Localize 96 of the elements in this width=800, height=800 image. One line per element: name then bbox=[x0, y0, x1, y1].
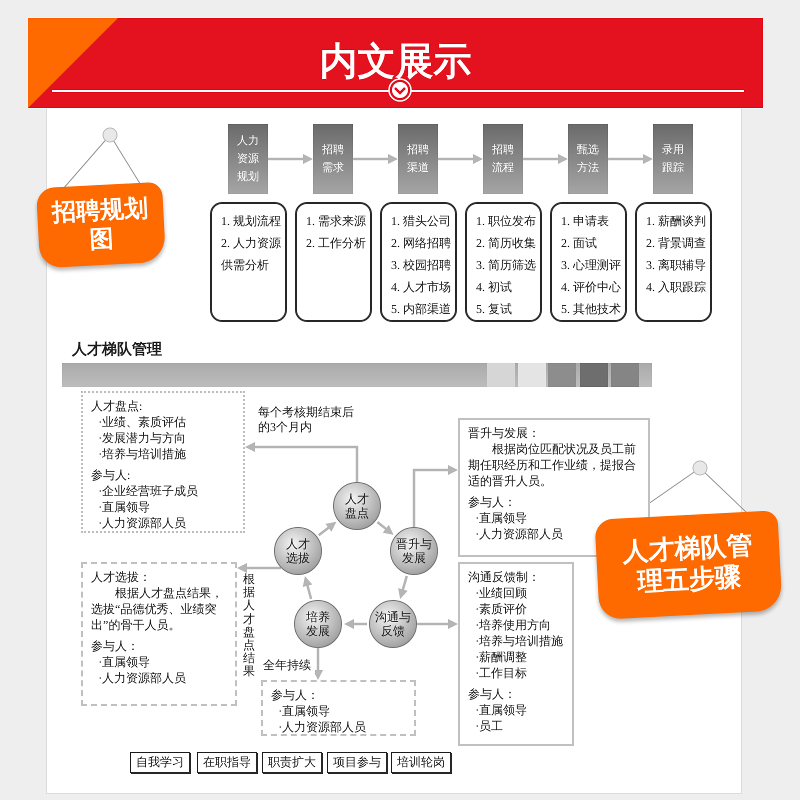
list-box bbox=[210, 202, 287, 322]
list-item: 2. 简历收集 bbox=[476, 235, 536, 252]
method-tag: 项目参与 bbox=[327, 752, 387, 773]
list-item: 3. 简历筛选 bbox=[476, 257, 536, 274]
box-heading: 人才盘点: bbox=[91, 398, 144, 414]
list-box bbox=[635, 202, 712, 322]
edge-label: 根据人才盘点结果 bbox=[243, 573, 255, 678]
list-item: 1. 职位发布 bbox=[476, 213, 536, 230]
list-item: 1. 薪酬谈判 bbox=[646, 213, 706, 230]
list-item: 4. 初试 bbox=[476, 279, 513, 296]
bullet-item: ·培养使用方向 bbox=[474, 617, 552, 633]
list-item: 5. 其他技术 bbox=[561, 301, 621, 318]
method-tag: 培训轮岗 bbox=[391, 752, 451, 773]
method-tag: 自我学习 bbox=[130, 752, 190, 773]
list-item: 2. 网络招聘 bbox=[391, 235, 451, 252]
list-item: 1. 猎头公司 bbox=[391, 213, 451, 230]
list-item: 2. 人力资源供需分析 bbox=[221, 235, 281, 274]
list-item: 1. 规划流程 bbox=[221, 213, 281, 230]
bullet-item: ·培养与培训措施 bbox=[97, 446, 188, 462]
bullet-item: ·直属领导 bbox=[474, 702, 528, 718]
step-header-box: 人力资源规划 bbox=[228, 124, 268, 194]
arrow bbox=[268, 154, 313, 164]
bullet-item: ·培养与培训措施 bbox=[474, 633, 564, 649]
box-heading: 晋升与发展： bbox=[468, 425, 541, 441]
method-tag: 职责扩大 bbox=[262, 752, 322, 773]
arrow bbox=[412, 465, 458, 527]
step-header-box: 招聘渠道 bbox=[398, 124, 438, 194]
list-item: 3. 心理测评 bbox=[561, 257, 621, 274]
list-item: 4. 评价中心 bbox=[561, 279, 621, 296]
bullet-item: ·企业经营班子成员 bbox=[97, 483, 200, 499]
arrow bbox=[318, 522, 336, 536]
info-box bbox=[81, 562, 237, 706]
list-item: 3. 离职辅导 bbox=[646, 257, 706, 274]
page-title: 内文展示 bbox=[318, 40, 472, 84]
arrow bbox=[344, 619, 367, 629]
box-heading: 参与人: bbox=[91, 467, 132, 483]
box-heading: 参与人： bbox=[271, 687, 320, 703]
info-box bbox=[81, 391, 245, 533]
bullet-item: ·薪酬调整 bbox=[474, 649, 528, 665]
step-header-box: 招聘流程 bbox=[483, 124, 523, 194]
arrow bbox=[417, 619, 458, 629]
list-box bbox=[550, 202, 627, 322]
bullet-item: ·员工 bbox=[474, 718, 504, 734]
arrow bbox=[398, 576, 408, 599]
list-item: 1. 申请表 bbox=[561, 213, 610, 230]
bullet-item: ·素质评价 bbox=[474, 601, 528, 617]
box-heading: 沟通反馈制： bbox=[468, 569, 541, 585]
list-item: 2. 工作分析 bbox=[306, 235, 366, 252]
bullet-item: ·直属领导 bbox=[474, 510, 528, 526]
section-heading: 人才梯队管理 bbox=[72, 340, 162, 359]
list-item: 2. 背景调查 bbox=[646, 235, 706, 252]
list-item: 1. 需求来源 bbox=[306, 213, 366, 230]
list-item: 4. 入职跟踪 bbox=[646, 279, 706, 296]
step-header-box: 录用跟踪 bbox=[653, 124, 693, 194]
box-paragraph: 根据人才盘点结果，选拔“品德优秀、业绩突出”的骨干人员。 bbox=[91, 585, 224, 633]
list-box bbox=[465, 202, 542, 322]
arrow bbox=[245, 442, 358, 482]
arrow bbox=[353, 154, 398, 164]
box-heading: 参与人： bbox=[468, 494, 517, 510]
bullet-item: ·人力资源部人员 bbox=[474, 526, 564, 542]
arrow bbox=[523, 154, 568, 164]
list-item: 5. 内部渠道 bbox=[391, 301, 451, 318]
arrow bbox=[608, 154, 653, 164]
bullet-item: ·直属领导 bbox=[97, 654, 152, 670]
edge-label: 全年持续 bbox=[263, 658, 315, 673]
arrow bbox=[438, 154, 483, 164]
box-heading: 参与人： bbox=[91, 638, 140, 654]
bullet-item: ·业绩、素质评估 bbox=[97, 414, 188, 430]
info-box bbox=[458, 562, 574, 746]
arrow bbox=[376, 521, 394, 535]
bullet-item: ·工作目标 bbox=[474, 665, 528, 681]
hanging-sign: 招聘规划图 bbox=[36, 182, 166, 268]
list-box bbox=[380, 202, 457, 322]
list-item: 3. 校园招聘 bbox=[391, 257, 451, 274]
bullet-item: ·人力资源部人员 bbox=[97, 515, 188, 531]
list-box bbox=[295, 202, 372, 322]
arrow bbox=[237, 563, 282, 573]
box-heading: 人才选拔： bbox=[91, 569, 152, 585]
method-tag: 在职指导 bbox=[197, 752, 257, 773]
step-header-box: 招聘需求 bbox=[313, 124, 353, 194]
bullet-item: ·直属领导 bbox=[97, 499, 152, 515]
bullet-item: ·发展潜力与方向 bbox=[97, 430, 188, 446]
list-item: 2. 面试 bbox=[561, 235, 598, 252]
arrow bbox=[313, 648, 323, 680]
step-header-box: 甄选方法 bbox=[568, 124, 608, 194]
info-box bbox=[261, 680, 416, 736]
bullet-item: ·人力资源部人员 bbox=[277, 719, 368, 735]
bullet-item: ·直属领导 bbox=[277, 703, 332, 719]
bullet-item: ·业绩回顾 bbox=[474, 585, 528, 601]
box-paragraph: 根据岗位匹配状况及员工前期任职经历和工作业绩，提报合适的晋升人员。 bbox=[468, 441, 637, 489]
arrow bbox=[302, 576, 312, 600]
hanging-sign: 人才梯队管理五步骤 bbox=[594, 510, 782, 620]
list-item: 4. 人才市场 bbox=[391, 279, 451, 296]
list-item: 5. 复试 bbox=[476, 301, 513, 318]
box-heading: 参与人： bbox=[468, 686, 517, 702]
bullet-item: ·人力资源部人员 bbox=[97, 670, 188, 686]
